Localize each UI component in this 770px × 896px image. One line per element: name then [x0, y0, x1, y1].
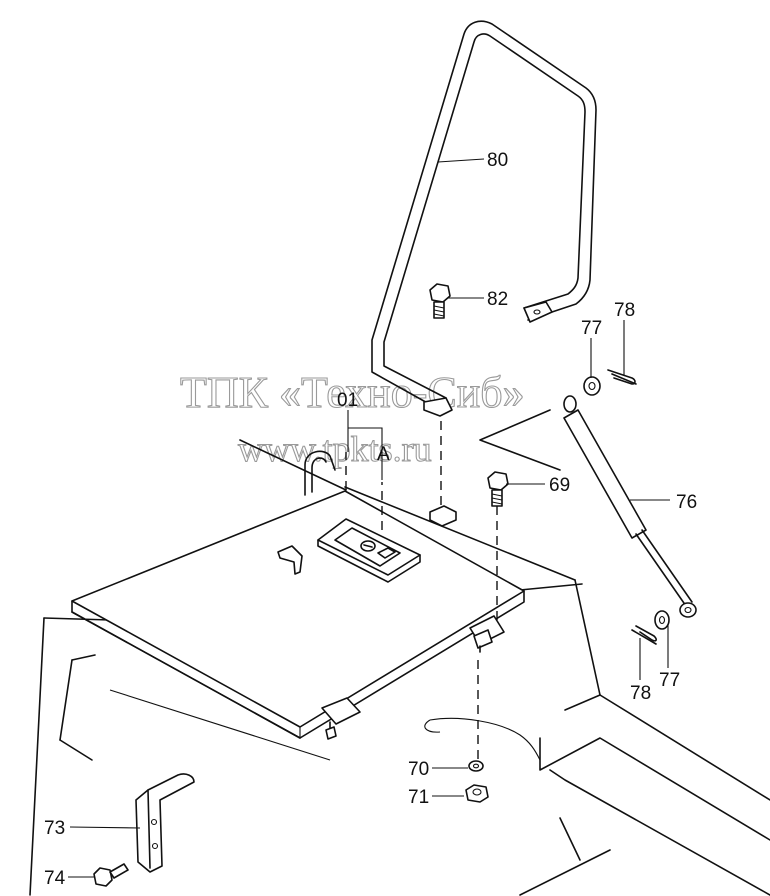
small-bracket	[277, 545, 303, 575]
machine-body	[29, 409, 770, 896]
label-70: 70	[408, 759, 429, 780]
label-76: 76	[676, 492, 697, 513]
nut-71	[465, 784, 489, 803]
label-71: 71	[408, 787, 429, 808]
clip-78-bottom	[631, 625, 657, 645]
bolt-82	[429, 283, 451, 319]
mount-block	[429, 505, 457, 527]
clip-78-top	[607, 369, 637, 385]
watermark-company: ТПК «Техно-Сиб»	[180, 368, 525, 417]
hinge-rear	[469, 615, 505, 653]
label-78-bottom: 78	[630, 683, 651, 704]
watermark-website: www.tpkts.ru	[238, 429, 432, 469]
label-77-bottom: 77	[659, 670, 680, 691]
handle-rail	[371, 20, 597, 417]
washer-77-bottom	[654, 610, 670, 630]
label-A: A	[377, 444, 390, 465]
hood-latch	[317, 518, 421, 583]
hood-hook	[304, 450, 336, 496]
label-73: 73	[44, 818, 65, 839]
leader-lines	[68, 158, 670, 878]
label-01: 01	[337, 390, 358, 411]
hinge-front	[321, 697, 361, 740]
washer-77-top	[583, 376, 601, 396]
bolt-69	[487, 471, 509, 507]
bolt-74	[93, 863, 129, 887]
label-74: 74	[44, 868, 66, 889]
label-80: 80	[487, 150, 508, 171]
label-77-top: 77	[581, 318, 602, 339]
hood-cover	[71, 490, 525, 739]
label-78-top: 78	[614, 300, 635, 321]
washer-70	[468, 760, 484, 772]
label-82: 82	[487, 289, 508, 310]
bracket-73	[135, 773, 195, 873]
gas-spring	[563, 395, 697, 618]
label-69: 69	[549, 475, 570, 496]
